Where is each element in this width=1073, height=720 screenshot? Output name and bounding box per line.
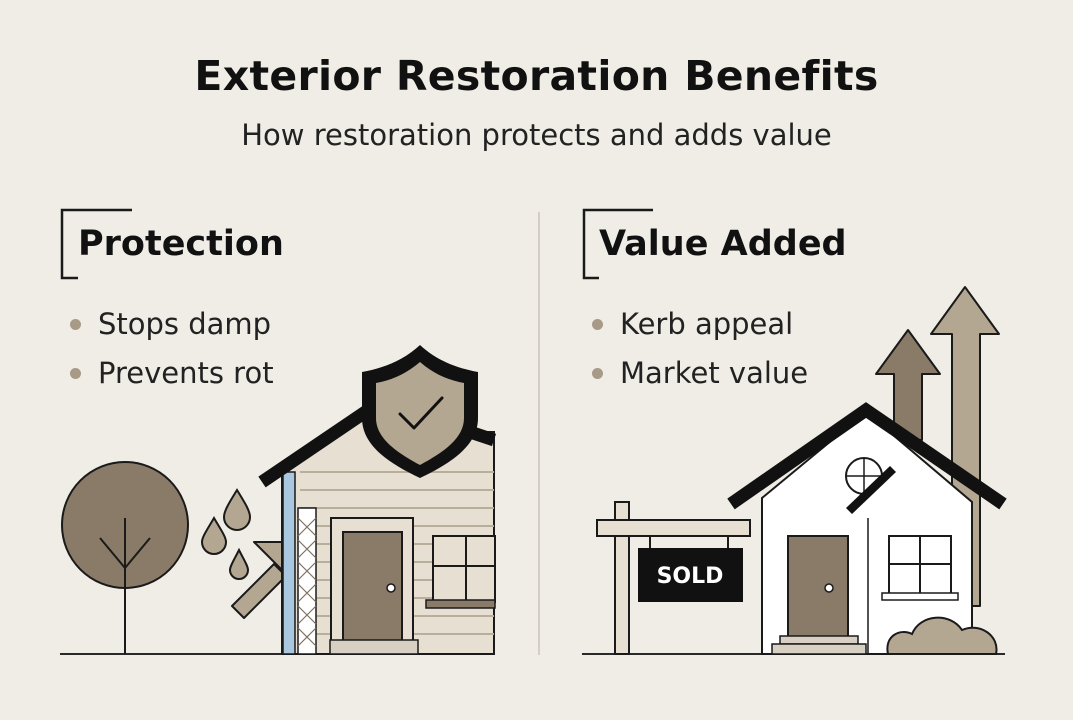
value-heading-bracket bbox=[582, 208, 653, 280]
shield-check-icon bbox=[362, 345, 478, 478]
bullet-dot-icon bbox=[592, 368, 603, 379]
bullet-text: Stops damp bbox=[98, 307, 272, 341]
page-subtitle: How restoration protects and adds value bbox=[241, 118, 832, 152]
protection-heading-bracket bbox=[60, 208, 132, 280]
bullet-text: Market value bbox=[620, 356, 809, 390]
house-icon bbox=[727, 402, 1007, 655]
sold-sign-label: SOLD bbox=[657, 564, 724, 589]
protection-illustration bbox=[60, 345, 497, 655]
water-drops-icon bbox=[200, 488, 252, 580]
protection-heading: Protection bbox=[78, 224, 284, 264]
house-icon bbox=[258, 394, 497, 655]
value-bullet-list: Kerb appeal Market value bbox=[592, 304, 808, 402]
bullet-dot-icon bbox=[592, 319, 603, 330]
protection-bullet-list: Stops damp Prevents rot bbox=[70, 304, 274, 402]
value-heading: Value Added bbox=[599, 224, 847, 264]
bullet-dot-icon bbox=[70, 368, 81, 379]
bullet-dot-icon bbox=[70, 319, 81, 330]
bullet-item: Market value bbox=[592, 353, 808, 402]
bullet-item: Stops damp bbox=[70, 304, 274, 353]
bullet-item: Kerb appeal bbox=[592, 304, 808, 353]
page-title: Exterior Restoration Benefits bbox=[194, 52, 879, 100]
sold-sign-icon: SOLD bbox=[596, 501, 751, 655]
bullet-text: Kerb appeal bbox=[620, 307, 794, 341]
tree-icon bbox=[61, 461, 189, 654]
bush-icon bbox=[886, 616, 998, 655]
bullet-text: Prevents rot bbox=[98, 356, 274, 390]
value-illustration: SOLD bbox=[582, 286, 1007, 655]
bullet-item: Prevents rot bbox=[70, 353, 274, 402]
